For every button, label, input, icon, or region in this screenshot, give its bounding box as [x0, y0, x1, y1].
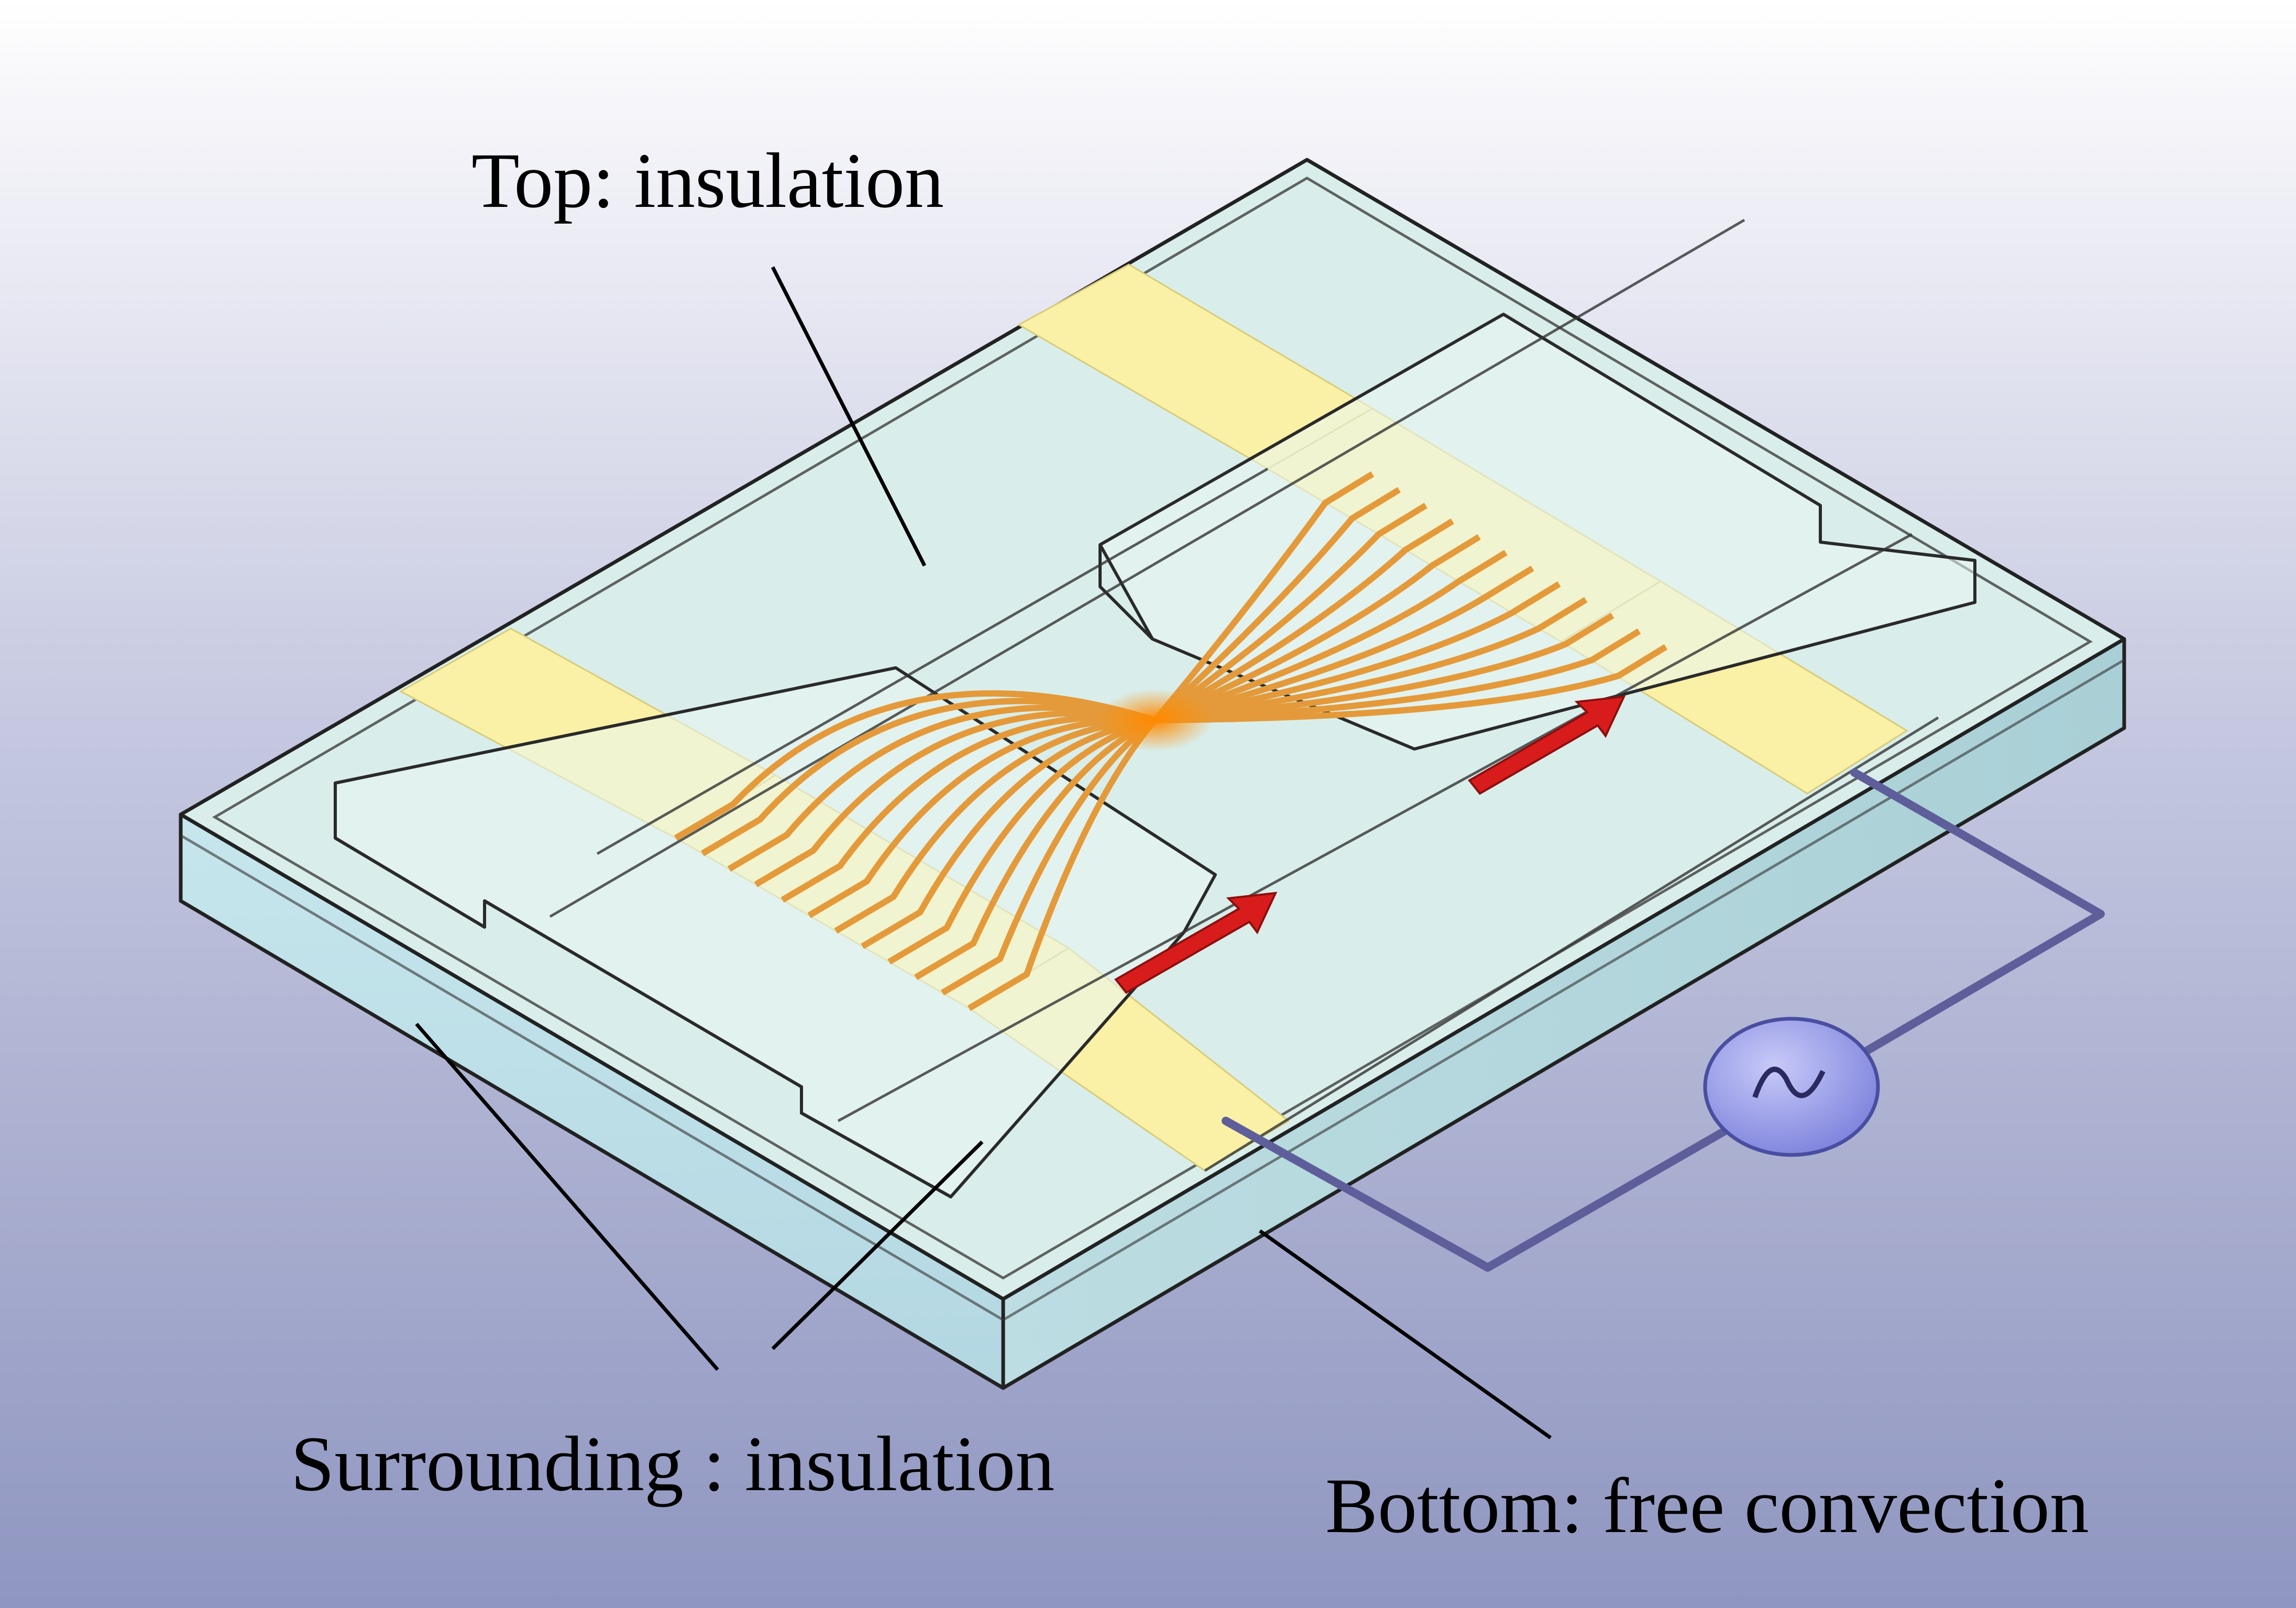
label-surrounding: Surrounding : insulation [291, 1420, 1054, 1507]
flow-arrow-icon [1467, 695, 1626, 795]
cover-plate-left [334, 666, 1217, 1198]
circuit-wire [1222, 768, 2105, 1272]
slab-rim [180, 177, 2125, 1321]
heater-wire [1152, 471, 1375, 722]
ac-source-icon [1703, 1017, 1880, 1157]
leader-bottom [1258, 1229, 1552, 1439]
heater-wire [1154, 534, 1481, 723]
heater-wire [1154, 549, 1508, 723]
leader-surrounding-1 [415, 1022, 719, 1371]
leader-surrounding-2 [771, 1140, 984, 1350]
heater-wire [1153, 502, 1427, 723]
label-bottom: Bottom: free convection [1325, 1462, 2089, 1549]
flow-arrow-icon [1114, 891, 1278, 994]
leader-top [771, 266, 927, 567]
heater-wire [1155, 644, 1668, 723]
heater-wire [1154, 518, 1454, 723]
heater-wire [1155, 612, 1614, 723]
heater-wire [1155, 597, 1588, 723]
heater-wire [674, 690, 1156, 841]
heater-wire [1152, 487, 1401, 723]
heater-wire [700, 698, 1156, 856]
hot-spot [1097, 689, 1213, 752]
heater-wire [727, 704, 1156, 872]
label-top: Top: insulation [471, 137, 944, 224]
leader-lines [415, 266, 1552, 1439]
heater-wire [1154, 565, 1534, 723]
heater-wire [1155, 628, 1641, 723]
heater-wire [754, 710, 1156, 887]
channel-lines [549, 218, 1939, 1172]
heater-wire [1154, 581, 1561, 723]
